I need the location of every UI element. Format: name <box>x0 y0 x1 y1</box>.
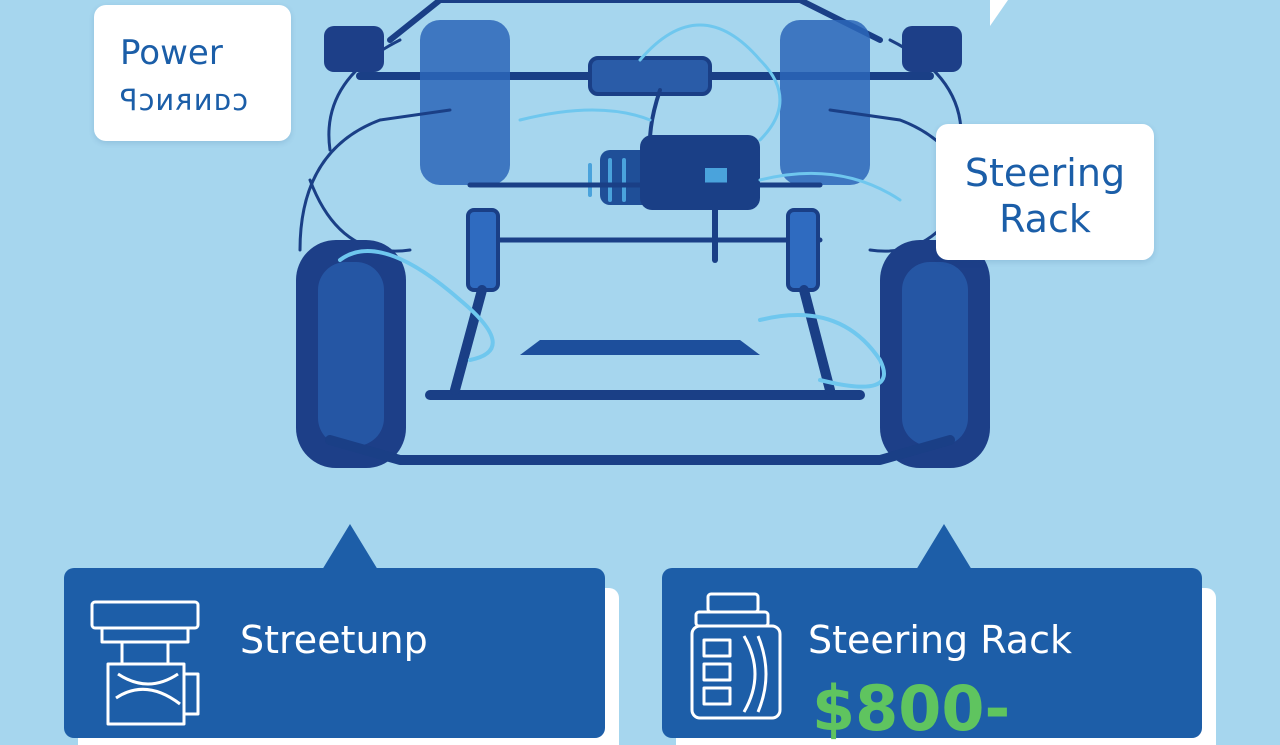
power-callout: Power ꟼᴐᴎᴙᴎᴅᴐ <box>94 5 291 141</box>
pump-card-title: Streetunp <box>240 618 428 662</box>
steering-rack-callout: Steering Rack <box>936 124 1154 260</box>
steering-rack-card-title: Steering Rack <box>808 618 1072 662</box>
left-card-pointer <box>322 524 378 570</box>
steering-rack-callout-line1: Steering <box>964 151 1126 195</box>
steering-rack-icon <box>690 592 782 720</box>
right-card-pointer <box>916 524 972 570</box>
car-chassis-illustration <box>296 0 1008 468</box>
pump-card: Streetunp <box>64 568 605 738</box>
power-callout-title: Power <box>120 33 223 73</box>
steering-rack-card: Steering Rack $800- <box>662 568 1202 745</box>
steering-rack-price: $800- <box>812 672 1011 745</box>
pump-icon <box>90 600 200 726</box>
power-callout-subtitle: ꟼᴐᴎᴙᴎᴅᴐ <box>120 83 250 117</box>
steering-rack-callout-line2: Rack <box>999 197 1091 241</box>
